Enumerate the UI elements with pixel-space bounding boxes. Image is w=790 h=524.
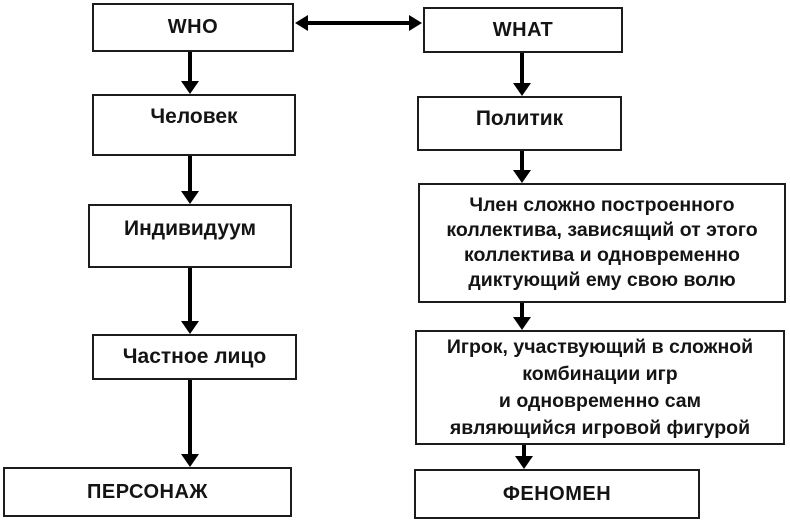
arrow-stem [522,445,526,459]
arrow-stem [188,156,192,194]
arrowhead-down-icon [181,454,199,467]
node-character: ПЕРСОНАЖ [3,467,292,517]
node-human: Человек [92,94,296,156]
arrow-player-to-phenomenon [515,445,533,469]
arrow-stem [520,303,524,320]
arrowhead-right-icon [409,15,422,31]
node-what: WHAT [423,7,623,53]
node-who: WHO [92,3,294,52]
arrow-individual-to-private-person [181,268,199,334]
node-phenomenon: ФЕНОМЕН [414,469,700,519]
arrow-stem [188,268,192,324]
arrowhead-down-icon [513,83,531,96]
double-arrow-who-what [295,15,422,31]
arrow-what-to-politician [513,53,531,96]
arrow-who-to-human [181,52,199,94]
arrow-stem [188,52,192,84]
arrow-stem [305,21,412,25]
node-politician: Политик [417,96,622,151]
arrowhead-left-icon [295,15,308,31]
arrowhead-down-icon [181,321,199,334]
arrowhead-down-icon [513,170,531,183]
arrow-politician-to-collective-member [513,151,531,183]
arrowhead-down-icon [181,81,199,94]
node-private-person: Частное лицо [92,334,297,380]
arrowhead-down-icon [515,456,533,469]
arrow-private-person-to-character [181,380,199,467]
arrow-stem [188,380,192,457]
arrow-stem [520,151,524,173]
arrow-stem [520,53,524,86]
node-individual: Индивидуум [88,204,292,268]
node-player: Игрок, участвующий в сложной комбинации … [415,330,785,445]
arrow-collective-member-to-player [513,303,531,330]
arrow-human-to-individual [181,156,199,204]
arrowhead-down-icon [513,317,531,330]
arrowhead-down-icon [181,191,199,204]
node-collective-member: Член сложно построенного коллектива, зав… [418,183,786,303]
